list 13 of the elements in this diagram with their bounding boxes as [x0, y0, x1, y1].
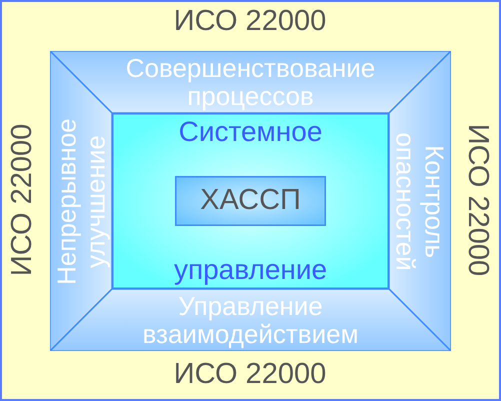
panel-label: управление	[173, 254, 328, 286]
core-label: ХАССП	[200, 185, 302, 217]
panel-label: Управление взаимодействием	[142, 292, 359, 349]
standard-label: ИСО 22000	[173, 6, 327, 38]
trapezoid-panel	[50, 289, 451, 351]
standard-label: ИСО 22000	[7, 122, 39, 277]
panel-label: Контроль опасностей	[391, 131, 449, 272]
panel-label: Непрерывное улучшение	[52, 117, 110, 286]
panel-label: Совершенствование процессов	[125, 54, 376, 111]
core-panel	[175, 176, 326, 226]
standard-label: ИСО 22000	[173, 359, 327, 391]
standard-label: ИСО 22000	[461, 122, 493, 277]
panel-label: Системное	[178, 116, 323, 148]
